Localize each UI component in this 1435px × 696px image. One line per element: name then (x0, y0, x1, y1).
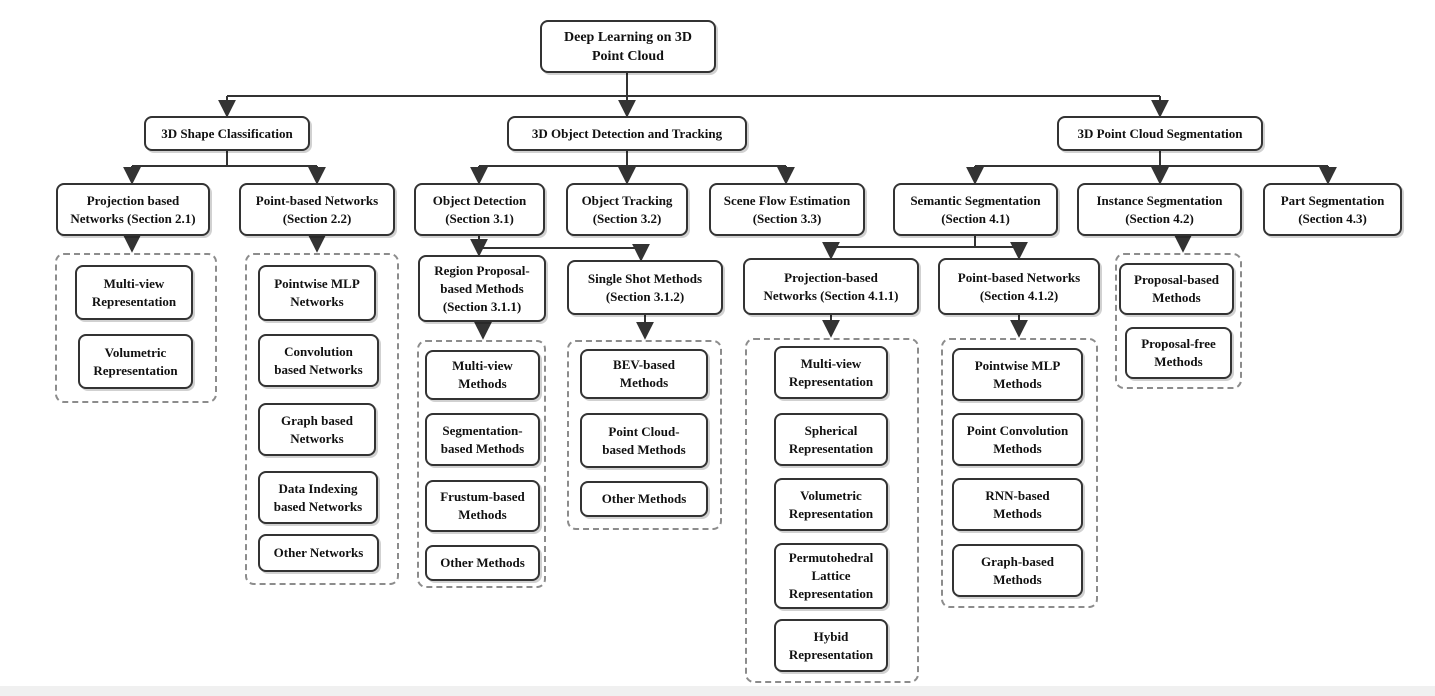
node-volumetric-representation[interactable]: Volumetric Representation (78, 334, 193, 389)
node-rp-frustum-methods[interactable]: Frustum-based Methods (425, 480, 540, 532)
node-sp-permutohedral-representation[interactable]: Permutohedral Lattice Representation (774, 543, 888, 609)
node-is-proposal-based-methods[interactable]: Proposal-based Methods (1119, 263, 1234, 315)
group-region-proposal-methods (417, 340, 546, 588)
node-scene-flow-estimation[interactable]: Scene Flow Estimation (Section 3.3) (709, 183, 865, 236)
node-graph-based-networks[interactable]: Graph based Networks (258, 403, 376, 456)
node-projection-based-networks[interactable]: Projection based Networks (Section 2.1) (56, 183, 210, 236)
node-3d-shape-classification[interactable]: 3D Shape Classification (144, 116, 310, 151)
group-semantic-projection (745, 338, 919, 683)
group-single-shot-methods (567, 340, 722, 530)
node-is-proposal-free-methods[interactable]: Proposal-free Methods (1125, 327, 1232, 379)
group-instance-segmentation (1115, 253, 1242, 389)
node-spt-rnn-methods[interactable]: RNN-based Methods (952, 478, 1083, 531)
node-rp-multi-view-methods[interactable]: Multi-view Methods (425, 350, 540, 400)
node-sp-hybrid-representation[interactable]: Hybid Representation (774, 619, 888, 672)
node-spt-pointwise-mlp-methods[interactable]: Pointwise MLP Methods (952, 348, 1083, 401)
node-ss-point-cloud-methods[interactable]: Point Cloud- based Methods (580, 413, 708, 468)
node-spt-graph-methods[interactable]: Graph-based Methods (952, 544, 1083, 597)
group-point-networks (245, 253, 399, 585)
node-region-proposal-methods[interactable]: Region Proposal- based Methods (Section … (418, 255, 546, 322)
node-object-detection[interactable]: Object Detection (Section 3.1) (414, 183, 545, 236)
root-node[interactable]: Deep Learning on 3D Point Cloud (540, 20, 716, 73)
node-rp-segmentation-methods[interactable]: Segmentation- based Methods (425, 413, 540, 466)
node-ss-other-methods[interactable]: Other Methods (580, 481, 708, 517)
node-3d-point-cloud-segmentation[interactable]: 3D Point Cloud Segmentation (1057, 116, 1263, 151)
node-single-shot-methods[interactable]: Single Shot Methods (Section 3.1.2) (567, 260, 723, 315)
node-multi-view-representation[interactable]: Multi-view Representation (75, 265, 193, 320)
node-3d-object-detection-tracking[interactable]: 3D Object Detection and Tracking (507, 116, 747, 151)
node-point-based-networks[interactable]: Point-based Networks (Section 2.2) (239, 183, 395, 236)
node-semantic-projection-networks[interactable]: Projection-based Networks (Section 4.1.1… (743, 258, 919, 315)
node-semantic-segmentation[interactable]: Semantic Segmentation (Section 4.1) (893, 183, 1058, 236)
node-part-segmentation[interactable]: Part Segmentation (Section 4.3) (1263, 183, 1402, 236)
group-semantic-point (941, 338, 1098, 608)
node-convolution-based-networks[interactable]: Convolution based Networks (258, 334, 379, 387)
node-semantic-point-networks[interactable]: Point-based Networks (Section 4.1.2) (938, 258, 1100, 315)
node-sp-spherical-representation[interactable]: Spherical Representation (774, 413, 888, 466)
node-other-networks[interactable]: Other Networks (258, 534, 379, 572)
node-rp-other-methods[interactable]: Other Methods (425, 545, 540, 581)
node-data-indexing-networks[interactable]: Data Indexing based Networks (258, 471, 378, 524)
node-object-tracking[interactable]: Object Tracking (Section 3.2) (566, 183, 688, 236)
node-ss-bev-methods[interactable]: BEV-based Methods (580, 349, 708, 399)
node-sp-multi-view-representation[interactable]: Multi-view Representation (774, 346, 888, 399)
bottom-edge-strip (0, 686, 1435, 696)
node-spt-point-convolution-methods[interactable]: Point Convolution Methods (952, 413, 1083, 466)
group-projection-networks (55, 253, 217, 403)
node-sp-volumetric-representation[interactable]: Volumetric Representation (774, 478, 888, 531)
node-pointwise-mlp-networks[interactable]: Pointwise MLP Networks (258, 265, 376, 321)
node-instance-segmentation[interactable]: Instance Segmentation (Section 4.2) (1077, 183, 1242, 236)
